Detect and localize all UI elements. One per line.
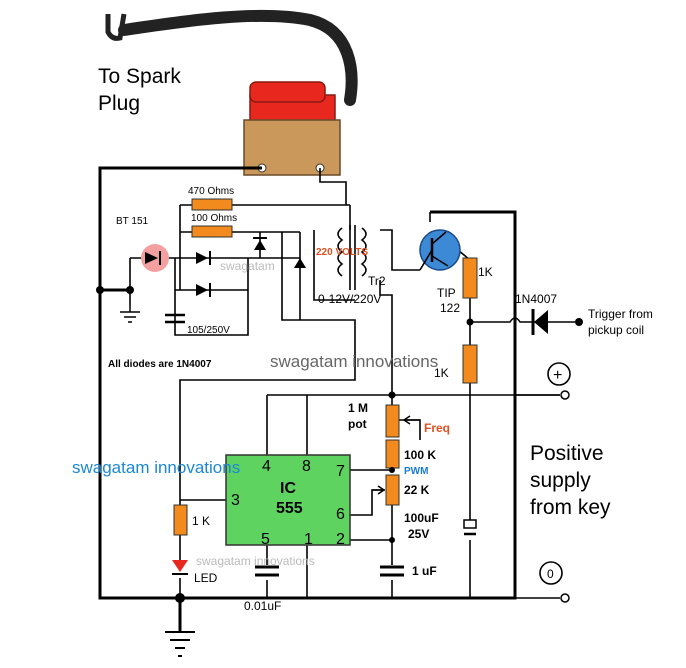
transformer-volts-label: 220 VOLTS bbox=[316, 247, 368, 258]
r-100k-label: 100 K bbox=[404, 448, 436, 462]
supply-label-1: Positive bbox=[530, 442, 604, 465]
pin-7: 7 bbox=[336, 463, 345, 480]
spark-plug-label-2: Plug bbox=[98, 92, 140, 115]
supply-label-2: supply bbox=[530, 469, 591, 492]
r-100-label: 100 Ohms bbox=[191, 213, 237, 224]
led-label: LED bbox=[194, 571, 218, 585]
diode-label: 1N4007 bbox=[515, 292, 557, 306]
cap-001uf-label: 0.01uF bbox=[244, 599, 281, 613]
capacitor-105 bbox=[165, 313, 185, 324]
plus-symbol: + bbox=[553, 367, 562, 384]
scr-bt151 bbox=[141, 244, 169, 272]
pwm-label: PWM bbox=[404, 466, 428, 477]
cap-100uf-label-1: 100uF bbox=[404, 511, 439, 525]
capacitor-001uf bbox=[255, 565, 279, 577]
pin-6: 6 bbox=[336, 506, 345, 523]
supply-label-3: from key bbox=[530, 496, 611, 519]
resistor-1k-mid bbox=[462, 344, 478, 384]
ground-symbol-bottom bbox=[165, 631, 195, 657]
transformer bbox=[337, 225, 367, 290]
r-470-label: 470 Ohms bbox=[188, 186, 234, 197]
transistor-label-1: TIP bbox=[437, 286, 456, 300]
r-1k-mid-label: 1K bbox=[434, 366, 449, 380]
ic-label-2: 555 bbox=[276, 500, 303, 517]
trigger-label-1: Trigger from bbox=[588, 307, 653, 321]
watermark-blue: swagatam innovations bbox=[72, 458, 240, 477]
pot-label-1: 1 M bbox=[348, 401, 368, 415]
watermark-faint-bottom: swagatam innovations bbox=[196, 554, 315, 568]
pin-8: 8 bbox=[302, 458, 311, 475]
watermark-main: swagatam innovations bbox=[270, 352, 438, 371]
pin-3: 3 bbox=[231, 492, 240, 509]
scr-label: BT 151 bbox=[116, 216, 148, 227]
pot-1m bbox=[385, 404, 400, 438]
pin-5: 5 bbox=[261, 531, 270, 548]
resistor-100-ohms bbox=[191, 225, 233, 238]
zero-terminal bbox=[539, 561, 570, 603]
r-22k-label: 22 K bbox=[404, 483, 430, 497]
transistor-tip122 bbox=[419, 229, 461, 271]
resistor-1k-top bbox=[462, 257, 478, 299]
capacitor-1uf bbox=[380, 565, 404, 577]
ground-symbol-left bbox=[120, 305, 140, 323]
ignition-coil bbox=[243, 81, 341, 176]
plus-terminal bbox=[547, 362, 571, 400]
transistor-label-2: 122 bbox=[440, 301, 460, 315]
trigger-label-2: pickup coil bbox=[588, 323, 644, 337]
tr2-label: Tr2 bbox=[368, 274, 386, 288]
led bbox=[172, 560, 188, 575]
resistor-100k bbox=[385, 439, 400, 469]
spark-plug-label-1: To Spark bbox=[98, 65, 181, 88]
diode-1n4007 bbox=[531, 309, 548, 335]
resistor-1k-led bbox=[173, 504, 188, 536]
resistors bbox=[173, 198, 478, 536]
watermark-faint-top: swagatam bbox=[220, 259, 275, 273]
pin-1: 1 bbox=[304, 531, 313, 548]
zero-symbol: 0 bbox=[547, 567, 554, 581]
pot-wipers bbox=[372, 415, 420, 495]
spark-plug-cable bbox=[105, 9, 358, 106]
ic-555 bbox=[225, 454, 351, 546]
r-1k-top-label: 1K bbox=[478, 265, 493, 279]
resistor-22k bbox=[385, 474, 400, 506]
pot-label-2: pot bbox=[348, 417, 367, 431]
ic-label-1: IC bbox=[280, 480, 296, 497]
trigger-terminal bbox=[575, 318, 583, 326]
diodes bbox=[196, 237, 306, 297]
pin-4: 4 bbox=[262, 458, 271, 475]
r-1k-led-label: 1 K bbox=[192, 514, 210, 528]
diodes-note: All diodes are 1N4007 bbox=[108, 359, 212, 370]
cap-100uf-label-2: 25V bbox=[408, 527, 429, 541]
transformer-rating-label: 0-12V/220V bbox=[318, 292, 381, 306]
resistor-470-ohms bbox=[191, 198, 233, 211]
freq-label: Freq bbox=[424, 421, 450, 435]
cap-1uf-label: 1 uF bbox=[412, 564, 437, 578]
cap-105-label: 105/250V bbox=[187, 325, 230, 336]
capacitor-100uf bbox=[463, 519, 477, 536]
pin-2: 2 bbox=[336, 531, 345, 548]
junction-dots bbox=[96, 286, 474, 603]
